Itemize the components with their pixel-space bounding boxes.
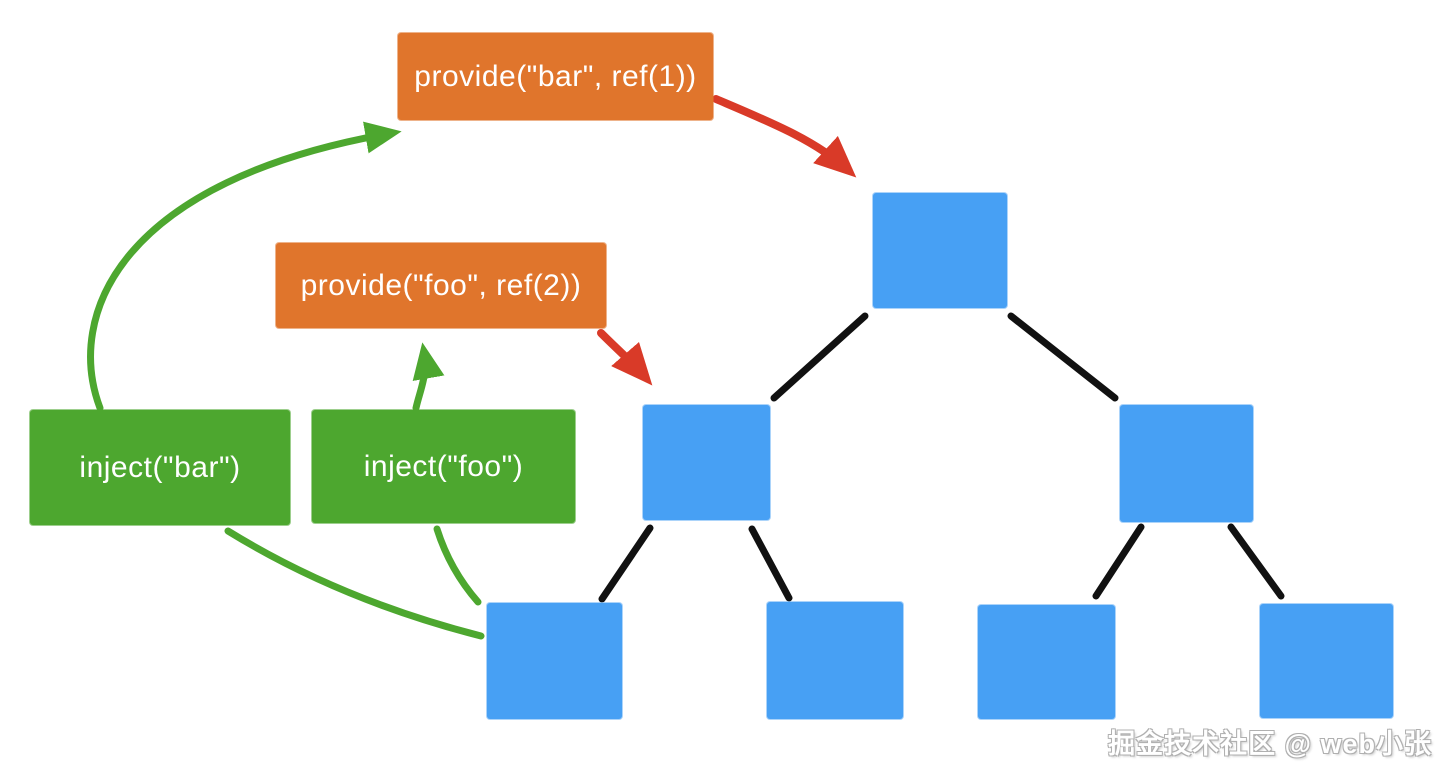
inject-source-lines	[224, 525, 485, 640]
provide-foo-box: provide("foo", ref(2))	[276, 243, 606, 328]
green-arrow-inject-foo-to-provide-foo	[412, 342, 445, 412]
tree-node-leaf-4	[1260, 604, 1393, 718]
tree-line-root-to-child-right	[1007, 312, 1119, 402]
line-inject-bar-to-leaf1	[224, 527, 485, 640]
inject-bar-box: inject("bar")	[30, 410, 290, 525]
provide-bar-label: provide("bar", ref(1))	[414, 59, 697, 93]
provide-bar-box: provide("bar", ref(1))	[398, 33, 713, 120]
tree-node-child-left	[643, 405, 770, 520]
tree-line-childright-to-leaf4	[1227, 523, 1285, 600]
red-arrow-provide-foo-to-child-left	[597, 329, 653, 386]
inject-bar-label: inject("bar")	[79, 450, 241, 484]
tree-node-leaf-1	[487, 603, 622, 719]
tree-node-leaf-2	[767, 602, 903, 719]
inject-foo-label: inject("foo")	[363, 449, 524, 483]
tree-node-child-right	[1120, 405, 1253, 522]
watermark: 掘金技术社区 @ web小张	[1108, 729, 1432, 759]
tree-node-root	[873, 193, 1007, 308]
tree-line-childleft-to-leaf1	[598, 524, 654, 603]
red-arrow-provide-bar-to-root	[712, 95, 857, 178]
tree-line-root-to-child-left	[770, 312, 869, 402]
tree-node-leaf-3	[978, 605, 1115, 719]
line-inject-foo-to-leaf1	[433, 525, 482, 606]
provide-foo-label: provide("foo", ref(2))	[300, 268, 582, 302]
provide-target-arrows	[597, 95, 857, 386]
inject-foo-box: inject("foo")	[312, 410, 575, 523]
tree-line-childleft-to-leaf2	[748, 525, 793, 602]
tree-line-childright-to-leaf3	[1092, 523, 1145, 600]
